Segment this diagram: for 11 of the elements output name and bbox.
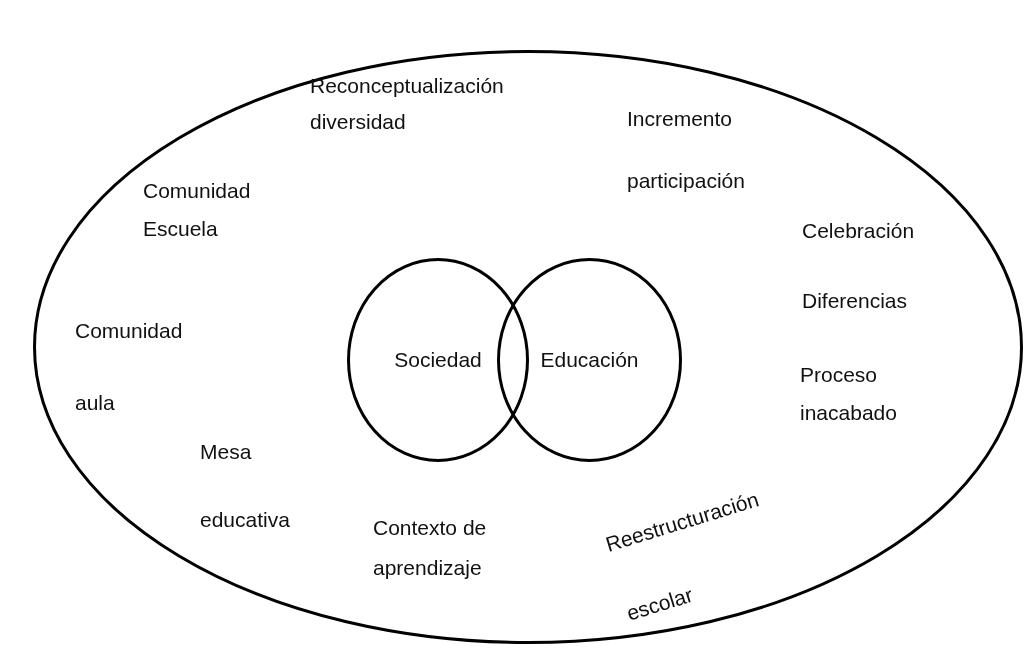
concept-text: Comunidad aula — [75, 318, 184, 416]
concept-text: Proceso inacabado — [800, 362, 898, 426]
concept-text: Incremento participación — [627, 106, 746, 194]
concept-text: Comunidad Escuela — [143, 178, 252, 242]
concept-text: Diferencias — [802, 288, 909, 314]
circle-label: Sociedad — [393, 348, 483, 372]
concept-text: Mesa educativa — [200, 439, 291, 533]
concept-text: Reconceptualización diversidad — [310, 73, 505, 135]
circle-label: Educación — [539, 348, 640, 372]
concept-text: Contexto de aprendizaje — [373, 515, 488, 581]
concept-text: Celebración — [802, 218, 916, 244]
